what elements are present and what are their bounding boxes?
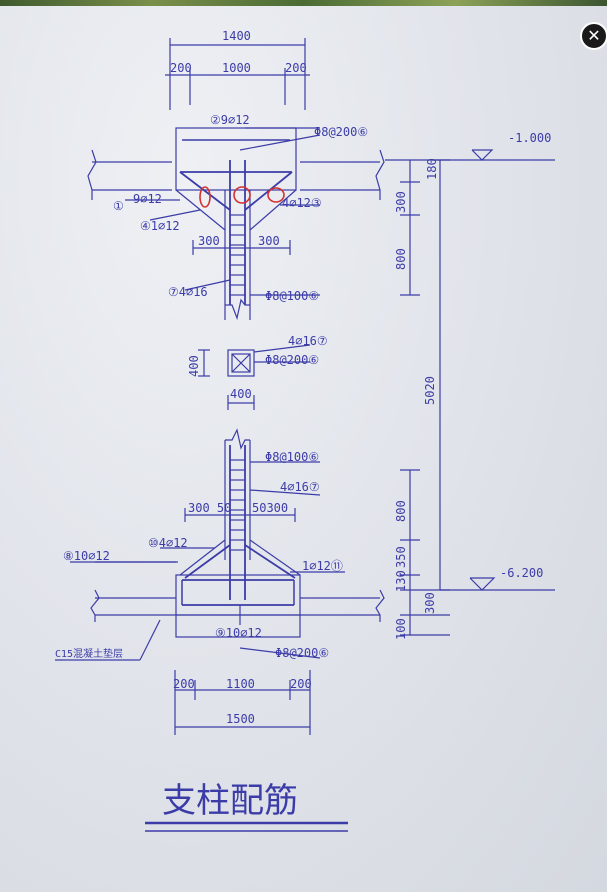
label-11: 1⌀12⑪ (302, 559, 343, 573)
dim-b-1500: 1500 (226, 712, 255, 726)
dim-300-left: 300 (198, 234, 220, 248)
vdim-180: 180 (425, 158, 439, 180)
vdim-100: 100 (394, 618, 408, 640)
dim-200-left: 200 (170, 61, 192, 75)
label-7-col: 4⌀16⑦ (288, 334, 328, 348)
vdim-800-top: 800 (394, 248, 408, 270)
label-2: ②9⌀12 (210, 113, 250, 127)
label-6-mid: Φ8@100⑥ (265, 289, 319, 303)
label-7-top: ⑦4⌀16 (168, 285, 208, 299)
label-4: ④1⌀12 (140, 219, 180, 233)
level-top: -1.000 (508, 131, 551, 145)
vdim-300-bot: 300 (423, 592, 437, 614)
vdim-300-top: 300 (394, 191, 408, 213)
dim-400-h: 400 (230, 387, 252, 401)
dim-200-right: 200 (285, 61, 307, 75)
level-bottom: -6.200 (500, 566, 543, 580)
drawing-title: 支柱配筋 (162, 781, 298, 821)
dim-b-200-right: 200 (290, 677, 312, 691)
label-8: ⑧10⌀12 (63, 549, 110, 563)
red-marks (199, 186, 285, 208)
dim-300-50: 300 50 (188, 501, 231, 515)
label-6-footing: Φ8@200⑥ (275, 646, 329, 660)
label-6-bot: Φ8@100⑥ (265, 450, 319, 464)
label-9-12: 9⌀12 (133, 192, 162, 206)
vdim-130: 130 (394, 570, 408, 592)
photo-top-edge (0, 0, 607, 6)
label-10: ⑩4⌀12 (148, 536, 188, 550)
label-3: 4⌀12③ (282, 196, 322, 210)
dim-50-300: 50300 (252, 501, 288, 515)
vdim-5020: 5020 (423, 376, 437, 405)
dim-b-200-left: 200 (173, 677, 195, 691)
label-c15: C15混凝土垫层 (55, 647, 123, 660)
label-6-col: Φ8@200⑥ (265, 353, 319, 367)
label-9: ⑨10⌀12 (215, 626, 262, 640)
dim-b-1100: 1100 (226, 677, 255, 691)
dim-300-right: 300 (258, 234, 280, 248)
label-6-top: Φ8@200⑥ (314, 125, 368, 139)
dim-400-v: 400 (187, 355, 201, 377)
close-icon: ✕ (587, 26, 601, 45)
dim-1000: 1000 (222, 61, 251, 75)
dim-1400: 1400 (222, 29, 251, 43)
close-button[interactable]: ✕ (580, 22, 607, 50)
vdim-350: 350 (394, 546, 408, 568)
label-1: ① (113, 199, 124, 213)
label-7-bot: 4⌀16⑦ (280, 480, 320, 494)
vdim-800-bot: 800 (394, 500, 408, 522)
